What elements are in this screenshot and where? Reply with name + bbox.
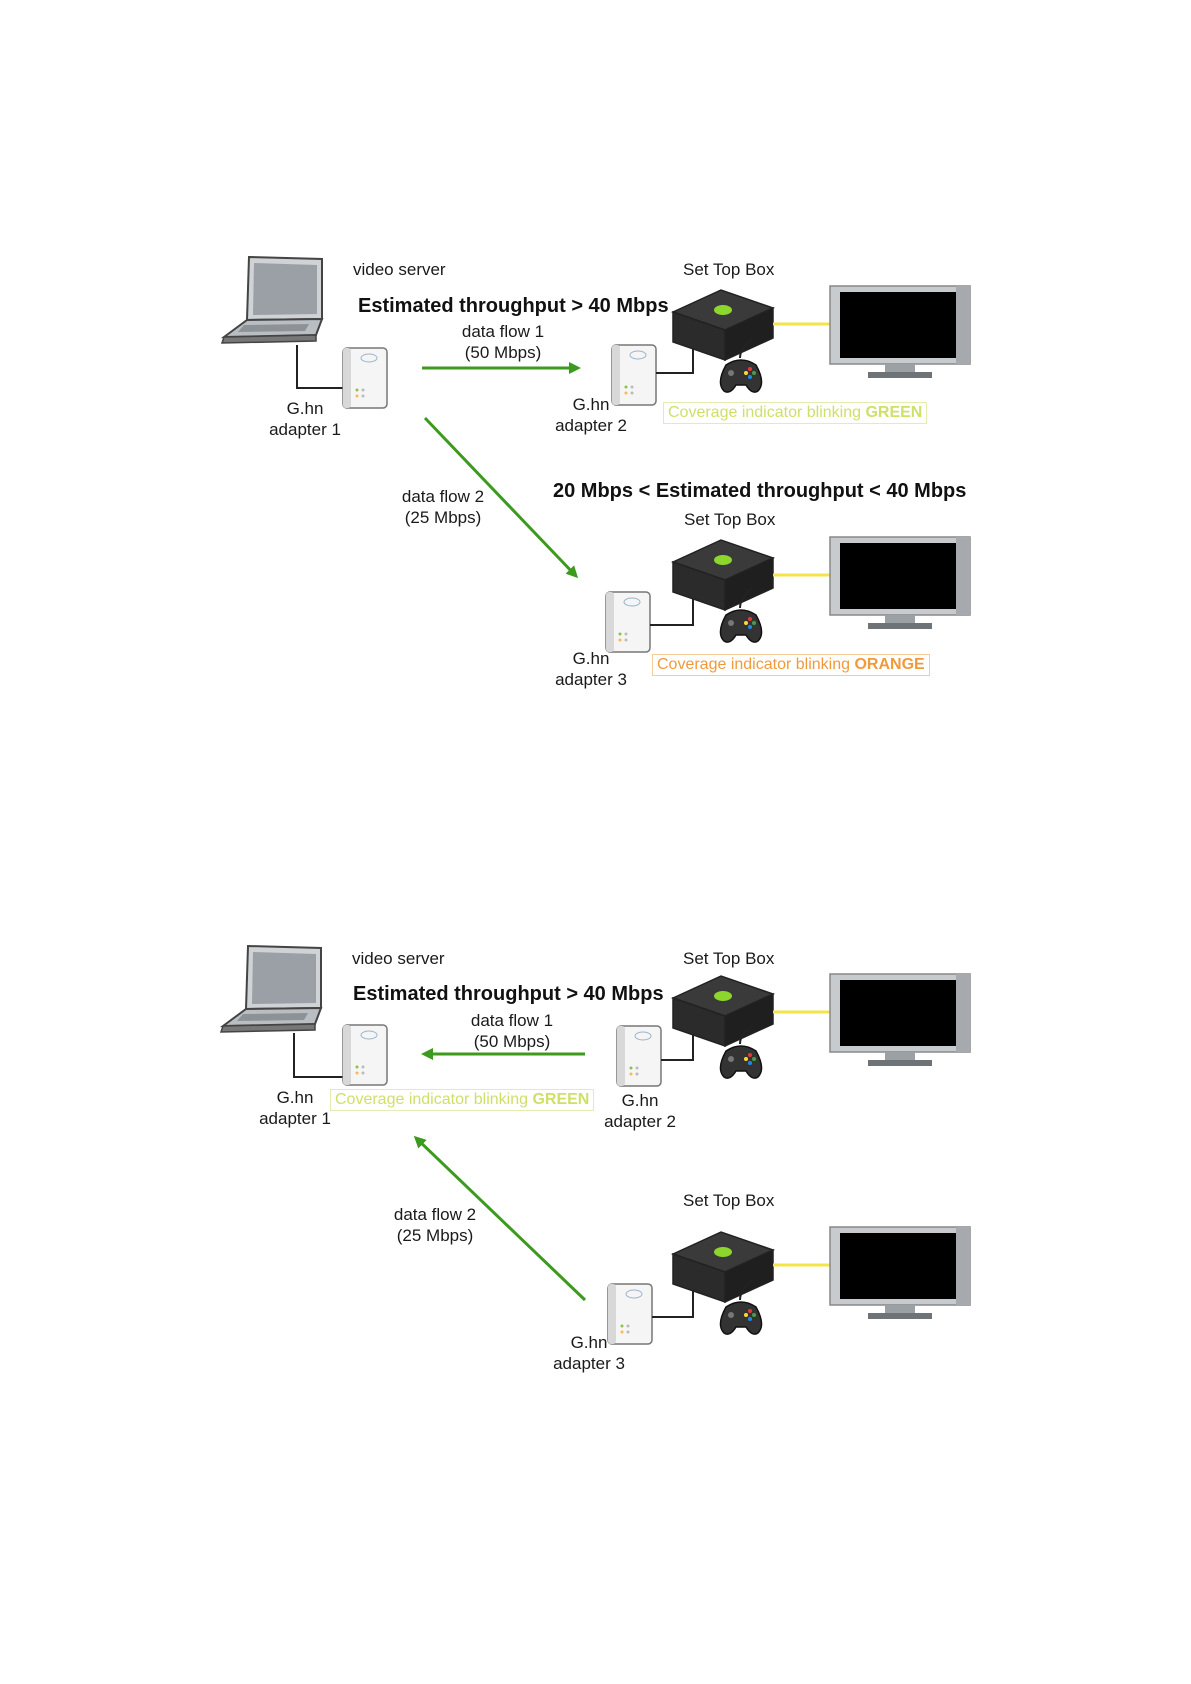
adapter-3-type: G.hn	[572, 649, 610, 668]
tv-bottom-icon	[829, 1226, 971, 1320]
diagram-downstream-artwork	[221, 256, 971, 653]
set-top-box-label-bottom: Set Top Box	[683, 1191, 775, 1210]
adapter-1-label: G.hn adapter 1	[260, 398, 350, 440]
console-top-icon	[672, 975, 774, 1047]
coverage-indicator-green: Coverage indicator blinking GREEN	[330, 1089, 595, 1111]
data-flow-1-name: data flow 1	[461, 322, 545, 341]
adapter-1-label: G.hn adapter 1	[250, 1087, 340, 1129]
console-bottom-icon	[672, 1231, 774, 1303]
gamepad-top-icon	[719, 1045, 763, 1079]
data-flow-2-name: data flow 2	[393, 1205, 477, 1224]
video-server-label: video server	[352, 949, 445, 968]
adapter-1-name: adapter 1	[269, 420, 341, 439]
data-flow-1-name: data flow 1	[470, 1011, 554, 1030]
adapter-1-icon	[342, 1024, 388, 1086]
coverage-green-word: GREEN	[532, 1091, 590, 1108]
data-flow-2-label: data flow 2 (25 Mbps)	[380, 1204, 490, 1246]
adapter-3-label: G.hn adapter 3	[546, 648, 636, 690]
adapter-2-type: G.hn	[572, 395, 610, 414]
throughput-title-mid: 20 Mbps < Estimated throughput < 40 Mbps	[553, 480, 967, 502]
set-top-box-label-bottom: Set Top Box	[684, 510, 776, 529]
gamepad-bottom-icon	[719, 609, 763, 643]
adapter-3-type: G.hn	[570, 1333, 608, 1352]
data-flow-2-label: data flow 2 (25 Mbps)	[388, 486, 498, 528]
data-flow-1-rate: (50 Mbps)	[464, 343, 542, 362]
diagram-upstream: video server Estimated throughput > 40 M…	[0, 690, 1191, 1532]
data-flow-2-arrow	[423, 416, 579, 579]
tv-bottom-icon	[829, 536, 971, 630]
gamepad-bottom-icon	[719, 1301, 763, 1335]
console-bottom-icon	[672, 539, 774, 611]
adapter-1-type: G.hn	[286, 399, 324, 418]
data-flow-1-label: data flow 1 (50 Mbps)	[448, 321, 558, 363]
adapter-3-name: adapter 3	[553, 1354, 625, 1373]
adapter-2-label: G.hn adapter 2	[595, 1090, 685, 1132]
adapter-1-name: adapter 1	[259, 1109, 331, 1128]
adapter-2-name: adapter 2	[604, 1112, 676, 1131]
tv-top-icon	[829, 973, 971, 1067]
data-flow-1-rate: (50 Mbps)	[473, 1032, 551, 1051]
data-flow-2-rate: (25 Mbps)	[404, 508, 482, 527]
data-flow-2-rate: (25 Mbps)	[396, 1226, 474, 1245]
adapter-3-icon	[605, 591, 651, 653]
set-top-box-label-top: Set Top Box	[683, 949, 775, 968]
adapter-2-name: adapter 2	[555, 416, 627, 435]
adapter-2-icon	[616, 1025, 662, 1087]
diagram-upstream-artwork	[220, 945, 971, 1345]
adapter-2-type: G.hn	[621, 1091, 659, 1110]
adapter-3-name: adapter 3	[555, 670, 627, 689]
coverage-green-word: GREEN	[865, 404, 923, 421]
data-flow-2-arrow	[413, 1135, 587, 1302]
data-flow-2-name: data flow 2	[401, 487, 485, 506]
laptop-icon	[221, 256, 323, 344]
adapter-1-type: G.hn	[276, 1088, 314, 1107]
adapter-3-label: G.hn adapter 3	[544, 1332, 634, 1374]
coverage-green-prefix: Coverage indicator blinking	[668, 404, 866, 421]
throughput-title-top: Estimated throughput > 40 Mbps	[353, 983, 664, 1005]
coverage-indicator-orange: Coverage indicator blinking ORANGE	[652, 654, 930, 676]
data-flow-1-label: data flow 1 (50 Mbps)	[457, 1010, 567, 1052]
coverage-green-prefix: Coverage indicator blinking	[335, 1091, 533, 1108]
set-top-box-label-top: Set Top Box	[683, 260, 775, 279]
console-top-icon	[672, 289, 774, 361]
coverage-indicator-green-top: Coverage indicator blinking GREEN	[663, 402, 928, 424]
coverage-orange-prefix: Coverage indicator blinking	[657, 656, 855, 673]
video-server-label: video server	[353, 260, 446, 279]
coverage-orange-word: ORANGE	[854, 656, 925, 673]
gamepad-top-icon	[719, 359, 763, 393]
laptop-icon	[220, 945, 322, 1033]
adapter-2-label: G.hn adapter 2	[546, 394, 636, 436]
diagram-downstream: video server Estimated throughput > 40 M…	[221, 256, 971, 690]
tv-top-icon	[829, 285, 971, 379]
throughput-title-top: Estimated throughput > 40 Mbps	[358, 295, 669, 317]
